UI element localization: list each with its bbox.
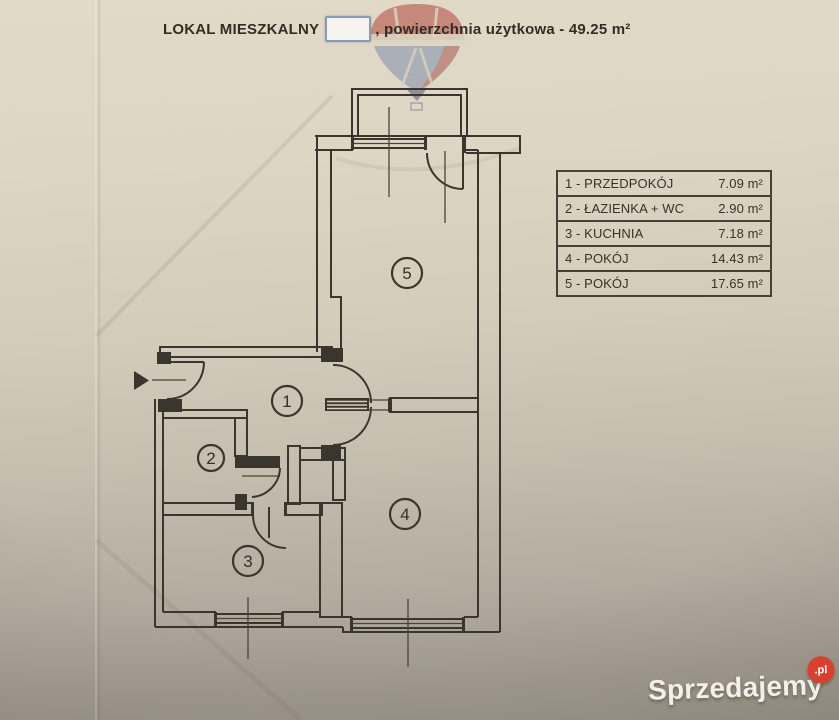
double-door-arc — [332, 364, 372, 404]
crease-line — [94, 538, 302, 720]
remax-balloon-logo-icon — [367, 4, 467, 111]
window-jamb — [214, 612, 217, 627]
legend-room-area: 14.43 m² — [710, 251, 763, 266]
door-jamb — [388, 398, 392, 412]
door-arc — [166, 361, 205, 400]
wall-segment — [315, 135, 521, 154]
floor-plan: 1 2 3 4 5 — [134, 88, 521, 667]
wall-segment — [287, 445, 301, 505]
legend-room-label: 2 - ŁAZIENKA + WC — [565, 201, 685, 216]
legend-row: 3 - KUCHNIA 7.18 m² — [558, 222, 770, 247]
legend-room-label: 5 - POKÓJ — [565, 276, 629, 291]
legend-row: 5 - POKÓJ 17.65 m² — [558, 272, 770, 295]
crease-line — [94, 94, 334, 338]
legend-row: 1 - PRZEDPOKÓJ 7.09 m² — [558, 172, 770, 197]
balcony-wall — [351, 88, 468, 136]
legend-room-label: 4 - POKÓJ — [565, 251, 629, 266]
room-number: 1 — [282, 392, 291, 411]
legend-row: 4 - POKÓJ 14.43 m² — [558, 247, 770, 272]
legend-room-area: 7.09 m² — [718, 176, 763, 191]
room-circle-bathroom — [196, 443, 226, 473]
wall-segment — [369, 399, 390, 411]
window-jamb — [281, 612, 284, 627]
title-prefix: LOKAL MIESZKALNY — [163, 20, 320, 38]
balloon-gore-line — [432, 7, 439, 39]
legend-table: 1 - PRZEDPOKÓJ 7.09 m² 2 - ŁAZIENKA + WC… — [556, 170, 772, 297]
room-number: 5 — [402, 264, 411, 283]
crease-line — [335, 146, 521, 172]
wall-cap — [321, 445, 341, 460]
window-jamb — [424, 136, 427, 150]
paper-creases — [94, 0, 521, 720]
balloon-gore-line — [393, 7, 401, 39]
wall-segment — [234, 417, 248, 457]
window-jamb — [351, 136, 354, 150]
legend-row: 2 - ŁAZIENKA + WC 2.90 m² — [558, 197, 770, 222]
door-arc — [252, 514, 287, 549]
brand-wordmark: Sprzedajemy — [647, 669, 824, 706]
wall-segment — [162, 409, 248, 419]
window-jamb — [350, 617, 353, 632]
balloon-chevron — [400, 47, 434, 87]
wall-segment — [319, 502, 343, 618]
striped-wall-lines — [327, 400, 367, 410]
window-jamb — [462, 617, 465, 632]
wall-segment — [389, 397, 479, 413]
door-arc — [251, 467, 281, 498]
page-title: LOKAL MIESZKALNY , powierzchnia użytkowa… — [163, 16, 630, 42]
balloon-cone-red — [421, 46, 460, 90]
door-arc — [426, 152, 464, 190]
wall-segment — [159, 346, 333, 358]
wall-cap — [158, 399, 182, 412]
room-circle-room4 — [388, 497, 422, 531]
wall-segment — [332, 459, 346, 501]
balloon-cone — [374, 46, 460, 90]
legend-room-area: 7.18 m² — [718, 226, 763, 241]
wall-cap — [235, 456, 280, 468]
room-circle-hall — [270, 384, 304, 418]
legend-room-label: 3 - KUCHNIA — [565, 226, 644, 241]
wall-segment — [330, 150, 342, 348]
room-number: 4 — [400, 505, 409, 524]
brand-tld: .pl — [814, 663, 828, 677]
door-jamb — [251, 503, 254, 515]
room-circle-room5 — [390, 256, 424, 290]
brand-logo: Sprzedajemy .pl — [647, 655, 835, 706]
room-number: 3 — [243, 552, 252, 571]
title-suffix: , powierzchnia użytkowa - 49.25 m² — [375, 20, 631, 38]
balloon-basket — [410, 102, 423, 111]
legend-room-label: 1 - PRZEDPOKÓJ — [565, 176, 674, 191]
balloon-band — [367, 34, 467, 45]
legend-room-area: 2.90 m² — [718, 201, 763, 216]
entrance-arrow-icon — [134, 371, 149, 390]
door-jamb — [284, 503, 287, 515]
balloon-dome — [370, 4, 464, 40]
unit-number-box — [325, 16, 372, 42]
room-number: 2 — [206, 449, 215, 468]
legend-room-area: 17.65 m² — [710, 276, 763, 291]
room-circle-kitchen — [231, 544, 265, 578]
balcony-wall — [357, 94, 462, 136]
door-jamb — [462, 136, 466, 153]
wall-segment — [342, 627, 500, 633]
double-door-arc — [332, 406, 372, 446]
